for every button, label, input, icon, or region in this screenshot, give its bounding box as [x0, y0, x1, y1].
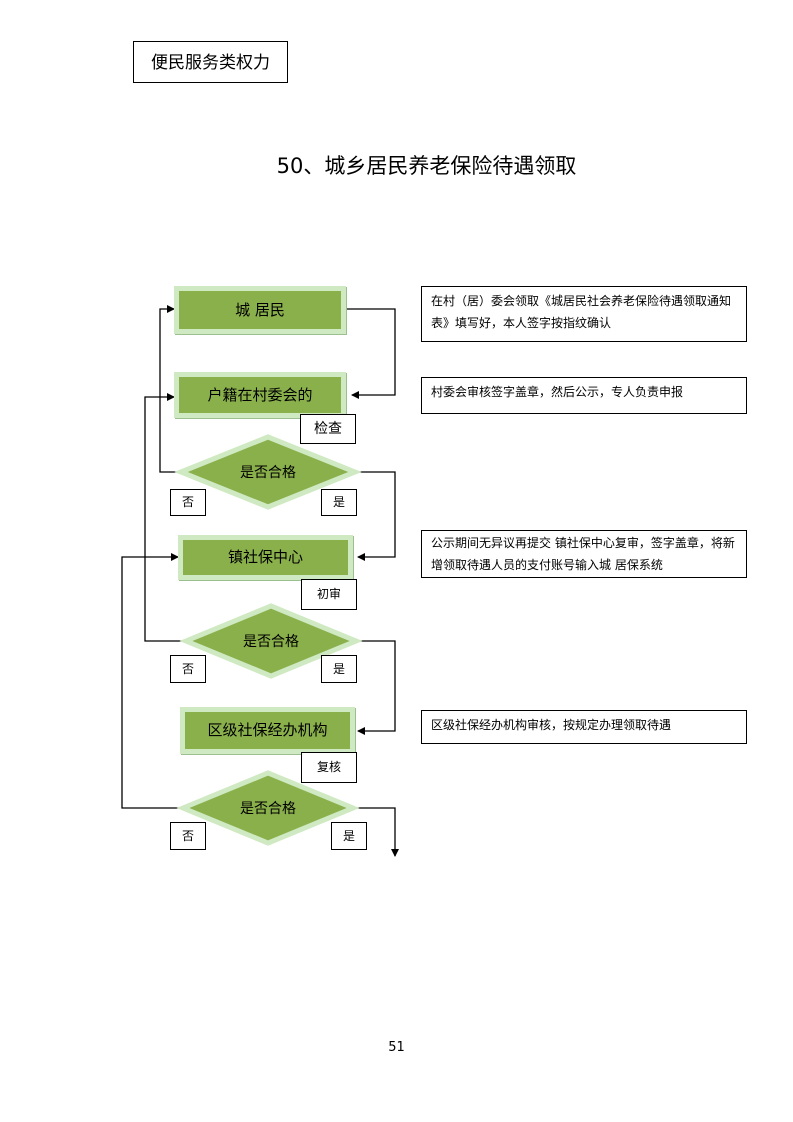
connector-1-2 — [346, 308, 396, 399]
step-resident: 城 居民 — [174, 286, 346, 334]
step-town-center-tag: 初审 — [301, 579, 357, 610]
connector-d2-4 — [357, 640, 396, 735]
decision-3-label: 是否合格 — [240, 801, 296, 817]
decision-3-no: 否 — [170, 822, 206, 850]
page-number: 51 — [388, 1040, 405, 1055]
decision-2-label: 是否合格 — [243, 634, 299, 650]
decision-2-no: 否 — [170, 655, 206, 683]
note-town-center: 公示期间无异议再提交 镇社保中心复审，签字盖章，将新增领取待遇人员的支付账号输入… — [421, 530, 747, 578]
note-resident: 在村（居）委会领取《城居民社会养老保险待遇领取通知表》填写好，本人签字按指纹确认 — [421, 286, 747, 342]
decision-2-yes: 是 — [321, 655, 357, 683]
connector-d1-3 — [355, 471, 396, 561]
step-village-committee: 户籍在村委会的 — [174, 372, 346, 418]
decision-2-shape — [179, 603, 363, 679]
step-town-center: 镇社保中心 — [178, 535, 353, 580]
decision-3-shape — [176, 770, 360, 846]
connector-d3-back — [121, 553, 184, 809]
connector-d3-out — [354, 807, 399, 857]
step-district-agency: 区级社保经办机构 — [180, 707, 355, 754]
step-district-agency-tag: 复核 — [301, 752, 357, 783]
note-district-agency: 区级社保经办机构审核，按规定办理领取待遇 — [421, 710, 747, 744]
decision-1-label: 是否合格 — [240, 465, 296, 481]
page-title: 50、城乡居民养老保险待遇领取 — [276, 154, 577, 178]
decision-3-yes: 是 — [331, 822, 367, 850]
decision-1-yes: 是 — [321, 489, 357, 516]
step-village-committee-tag: 检查 — [300, 414, 356, 444]
category-label: 便民服务类权力 — [133, 41, 288, 83]
note-village-committee: 村委会审核签字盖章，然后公示，专人负责申报 — [421, 377, 747, 414]
connector-d2-back — [144, 393, 187, 642]
decision-1-shape — [174, 434, 362, 510]
decision-1-no: 否 — [170, 489, 206, 516]
connector-d1-back — [159, 305, 182, 473]
